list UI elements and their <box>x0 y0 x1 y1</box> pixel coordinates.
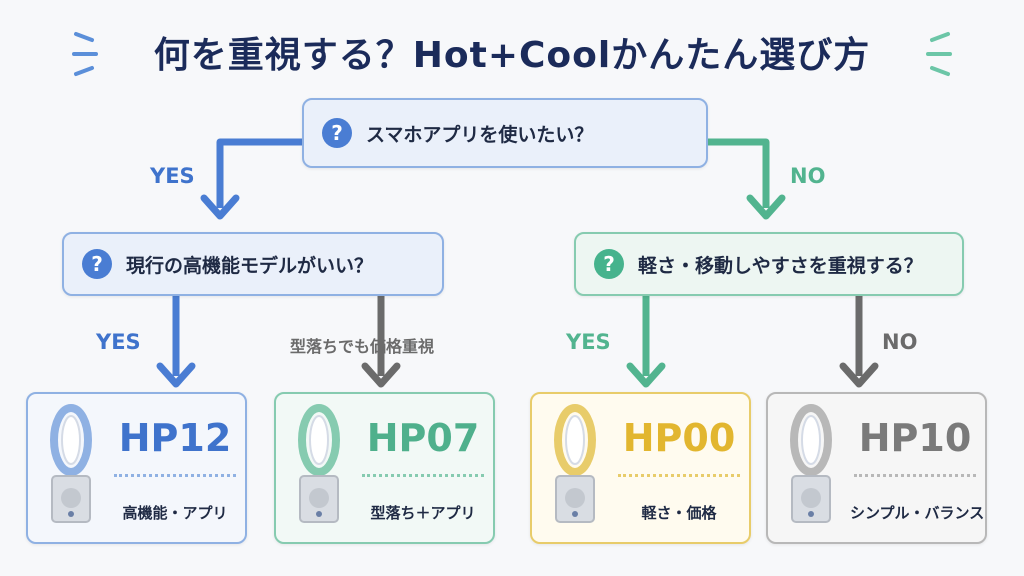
root-question-box: ? スマホアプリを使いたい？ <box>302 98 708 168</box>
heater-icon <box>554 404 596 523</box>
product-card-hp12: HP12 高機能・アプリ <box>26 392 247 544</box>
product-card-hp10: HP10 シンプル・バランス <box>766 392 987 544</box>
dotted-divider <box>362 474 484 477</box>
left-question-text: 現行の高機能モデルがいい？ <box>126 254 374 277</box>
heater-icon <box>790 404 832 523</box>
product-model: HP12 <box>118 416 232 460</box>
left-question-box: ? 現行の高機能モデルがいい？ <box>62 232 444 296</box>
root-yes-arrowhead <box>200 194 240 220</box>
heater-icon <box>50 404 92 523</box>
left-no-label: 型落ちでも価格重視 <box>290 337 435 356</box>
left-yes-label: YES <box>96 330 141 354</box>
question-icon: ? <box>594 249 624 279</box>
page-title: 何を重視する？Hot+Coolかんたん選び方 <box>153 35 871 76</box>
root-no-label: NO <box>790 164 826 188</box>
root-yes-label: YES <box>150 164 195 188</box>
product-card-hp00: HP00 軽さ・価格 <box>530 392 751 544</box>
right-question-text: 軽さ・移動しやすさを重視する？ <box>638 254 923 277</box>
right-no-label: NO <box>882 330 918 354</box>
right-question-box: ? 軽さ・移動しやすさを重視する？ <box>574 232 964 296</box>
root-no-connector <box>708 138 770 208</box>
question-icon: ? <box>82 249 112 279</box>
heater-icon <box>298 404 340 523</box>
right-yes-arrowhead <box>626 362 666 388</box>
dotted-divider <box>854 474 976 477</box>
right-yes-label: YES <box>566 330 611 354</box>
title-deco-right <box>926 32 952 76</box>
right-no-arrowhead <box>839 362 879 388</box>
root-question-text: スマホアプリを使いたい？ <box>366 123 594 146</box>
product-description: シンプル・バランス <box>850 504 985 522</box>
left-no-arrowhead <box>361 362 401 388</box>
title-deco-left <box>72 32 98 76</box>
root-yes-connector <box>216 138 302 208</box>
root-no-arrowhead <box>746 194 786 220</box>
product-description: 高機能・アプリ <box>122 504 228 522</box>
question-icon: ? <box>322 118 352 148</box>
product-model: HP00 <box>622 416 736 460</box>
product-description: 型落ち＋アプリ <box>370 504 476 522</box>
dotted-divider <box>618 474 740 477</box>
dotted-divider <box>114 474 236 477</box>
product-model: HP10 <box>858 416 972 460</box>
product-description: 軽さ・価格 <box>641 504 717 522</box>
left-yes-arrowhead <box>156 362 196 388</box>
product-model: HP07 <box>366 416 480 460</box>
product-card-hp07: HP07 型落ち＋アプリ <box>274 392 495 544</box>
